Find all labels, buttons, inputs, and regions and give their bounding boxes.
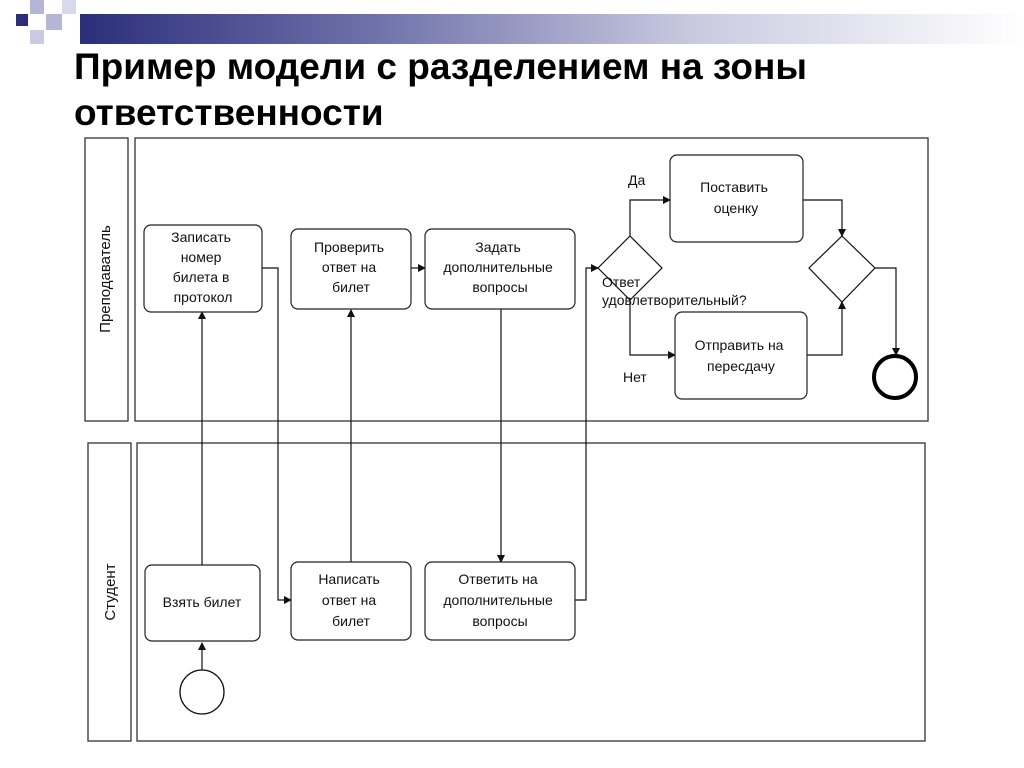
task-take-ticket: Взять билет [144,564,261,642]
task-text: ответ на [322,592,377,608]
flow-grade-to-merge [803,199,846,237]
task-text: пересдачу [707,358,775,374]
task-text: Записать [171,229,231,245]
lane-label-student: Студент [102,563,119,620]
task-ask-questions: Задать дополнительные вопросы [424,228,576,310]
gateway-question-line-2: удовлетворительный? [602,292,747,308]
task-text: вопросы [472,279,527,295]
svg-text:Записать номер бил: Записать номер билета в протокол [171,229,235,305]
task-text: дополнительные [443,259,553,275]
svg-text:Взять билет: Взять билет [163,594,242,610]
decor-square [46,14,62,30]
decor-square [30,0,44,14]
task-check-answer: Проверить ответ на билет [290,228,412,310]
task-text: билет [332,279,370,295]
gateway-question-label: Ответ удовлетворительный? [602,274,747,308]
flow-record-to-write [262,267,292,604]
svg-text:Поставить оценку: Поставить оценку [700,179,772,216]
end-event [872,354,918,400]
slide-title-line-1: Пример модели с разделением на зоны [74,46,807,87]
start-event [179,669,225,715]
task-text: Ответить на [458,571,537,587]
task-text: Проверить [314,239,384,255]
gateway-answer-satisfactory [597,235,663,301]
flow-answer-to-gateway [575,264,599,601]
flow-gateway-yes [629,196,671,236]
flow-gateway-no [629,300,676,359]
task-text: протокол [174,289,233,305]
task-text: вопросы [472,613,527,629]
flow-retake-to-merge [807,301,846,356]
task-record-ticket: Записать номер билета в протокол [143,224,263,313]
task-text: номер [181,249,222,265]
gateway-merge [808,235,876,303]
slide-title-line-2: ответственности [74,92,384,133]
task-text: билет [332,613,370,629]
flow-connectors [198,196,900,670]
svg-text:Отправить на пересдачу: Отправить на пересдачу [695,337,788,374]
slide-title: Пример модели с разделением на зоны отве… [74,44,974,136]
task-give-grade: Поставить оценку [669,154,804,243]
gateway-question-line-1: Ответ [602,274,641,290]
task-text: билета в [173,269,230,285]
svg-text:Проверить ответ на: Проверить ответ на билет [314,239,388,295]
flow-merge-to-end [875,267,900,356]
task-answer-questions: Ответить на дополнительные вопросы [424,561,576,641]
title-decor-bar [80,14,1024,44]
task-text: дополнительные [443,592,553,608]
decor-square [30,30,44,44]
task-text: Задать [475,239,521,255]
task-text: ответ на [322,259,377,275]
task-text: Написать [318,571,379,587]
branch-label-no: Нет [623,369,647,385]
branch-label-yes: Да [628,172,645,188]
svg-text:Ответить на дополнительн: Ответить на дополнительные вопросы [443,571,556,629]
task-text: Отправить на [695,337,784,353]
task-text: Поставить [700,179,768,195]
decor-square [62,0,76,14]
lane-label-teacher: Преподаватель [97,225,114,333]
task-send-retake: Отправить на пересдачу [674,311,808,400]
decor-square [16,14,28,26]
task-text: Взять билет [163,594,242,610]
svg-text:Задать дополнительные: Задать дополнительные вопросы [443,239,556,295]
svg-text:Написать ответ на: Написать ответ на билет [318,571,383,629]
task-text: оценку [714,200,758,216]
task-write-answer: Написать ответ на билет [290,561,412,641]
